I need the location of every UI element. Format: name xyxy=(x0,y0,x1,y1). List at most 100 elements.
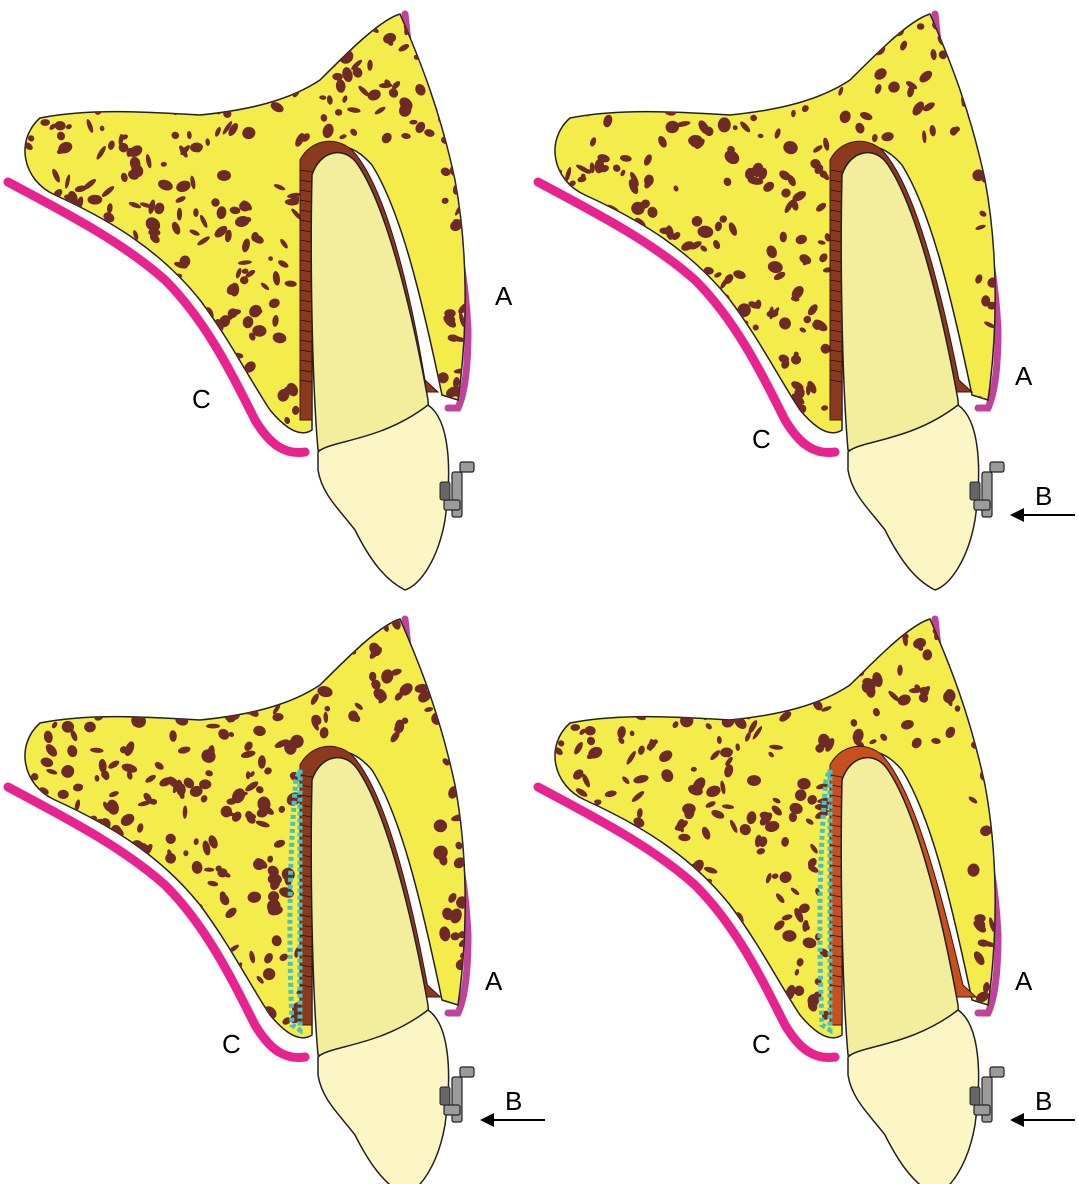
marrow-space xyxy=(160,72,170,82)
marrow-space xyxy=(784,73,797,85)
marrow-space xyxy=(447,73,462,84)
marrow-space xyxy=(22,1022,31,1036)
marrow-space xyxy=(88,685,97,696)
marrow-space xyxy=(594,328,605,339)
marrow-space xyxy=(54,323,70,340)
marrow-space xyxy=(224,60,237,74)
marrow-space xyxy=(290,68,304,85)
marrow-space xyxy=(665,364,676,375)
marrow-space xyxy=(183,988,197,997)
marrow-space xyxy=(585,293,600,309)
marrow-space xyxy=(564,612,573,624)
marrow-space xyxy=(800,626,807,635)
marrow-space xyxy=(712,637,724,653)
marrow-space xyxy=(626,78,645,97)
marrow-space xyxy=(29,391,43,405)
marrow-space xyxy=(78,259,90,271)
marrow-space xyxy=(564,1017,581,1029)
marrow-space xyxy=(620,960,633,972)
marrow-space xyxy=(738,998,749,1013)
marrow-space xyxy=(167,665,176,675)
marrow-space xyxy=(326,651,340,662)
marrow-space xyxy=(60,974,72,987)
marrow-space xyxy=(197,981,214,998)
marrow-space xyxy=(102,649,113,658)
marrow-space xyxy=(643,348,656,357)
marrow-space xyxy=(246,58,258,73)
marrow-space xyxy=(57,297,71,312)
marrow-space xyxy=(590,17,599,23)
marrow-space xyxy=(647,256,662,274)
marrow-space xyxy=(677,16,688,30)
marrow-space xyxy=(658,39,669,51)
marrow-space xyxy=(586,304,598,318)
marrow-space xyxy=(109,964,129,984)
marrow-space xyxy=(608,864,620,876)
marrow-space xyxy=(114,6,124,20)
marrow-space xyxy=(182,32,194,48)
marrow-space xyxy=(732,657,743,662)
marrow-space xyxy=(569,1028,579,1040)
marrow-space xyxy=(977,65,988,75)
marrow-space xyxy=(600,290,609,300)
marrow-space xyxy=(452,1027,466,1042)
marrow-space xyxy=(681,413,696,430)
marrow-space xyxy=(965,679,981,693)
marrow-space xyxy=(237,416,247,422)
marrow-space xyxy=(162,957,170,965)
marrow-space xyxy=(182,677,197,687)
marrow-space xyxy=(238,620,251,638)
marrow-space xyxy=(813,15,821,23)
marrow-space xyxy=(66,640,73,645)
marrow-space xyxy=(647,391,663,406)
marrow-space xyxy=(598,611,614,621)
marrow-space xyxy=(979,680,994,696)
marrow-space xyxy=(750,1009,768,1025)
marrow-space xyxy=(209,1002,223,1012)
marrow-space xyxy=(987,14,996,24)
marrow-space xyxy=(776,663,788,678)
marrow-space xyxy=(67,31,82,44)
marrow-space xyxy=(261,73,274,86)
marrow-space xyxy=(714,36,724,45)
marrow-space xyxy=(141,975,149,987)
marrow-space xyxy=(597,636,612,649)
marrow-space xyxy=(233,42,244,49)
marrow-space xyxy=(296,55,306,65)
marrow-space xyxy=(730,981,741,994)
marrow-space xyxy=(818,677,832,682)
marrow-space xyxy=(219,657,228,664)
marrow-space xyxy=(47,226,60,238)
marrow-space xyxy=(44,680,61,693)
marrow-space xyxy=(609,887,625,898)
marrow-space xyxy=(745,637,757,649)
marrow-space xyxy=(231,34,246,49)
marrow-space xyxy=(830,30,841,41)
marrow-space xyxy=(125,382,133,391)
label-c: C xyxy=(752,424,771,454)
marrow-space xyxy=(125,918,133,924)
marrow-space xyxy=(652,25,658,33)
marrow-space xyxy=(301,25,315,35)
marrow-space xyxy=(599,80,611,94)
marrow-space xyxy=(84,975,96,990)
marrow-space xyxy=(553,200,566,211)
marrow-space xyxy=(215,32,227,44)
marrow-space xyxy=(172,93,183,108)
marrow-space xyxy=(68,831,78,840)
marrow-space xyxy=(668,632,681,647)
marrow-space xyxy=(433,619,449,635)
panel-top-right: ACB xyxy=(538,6,1075,590)
marrow-space xyxy=(232,617,239,624)
marrow-space xyxy=(946,624,962,640)
marrow-space xyxy=(431,46,447,62)
marrow-space xyxy=(61,61,72,76)
marrow-space xyxy=(275,685,283,694)
marrow-space xyxy=(143,984,160,1002)
marrow-space xyxy=(726,953,736,961)
marrow-space xyxy=(38,702,46,709)
marrow-space xyxy=(112,1002,129,1020)
marrow-space xyxy=(99,406,111,418)
marrow-space xyxy=(48,289,54,302)
